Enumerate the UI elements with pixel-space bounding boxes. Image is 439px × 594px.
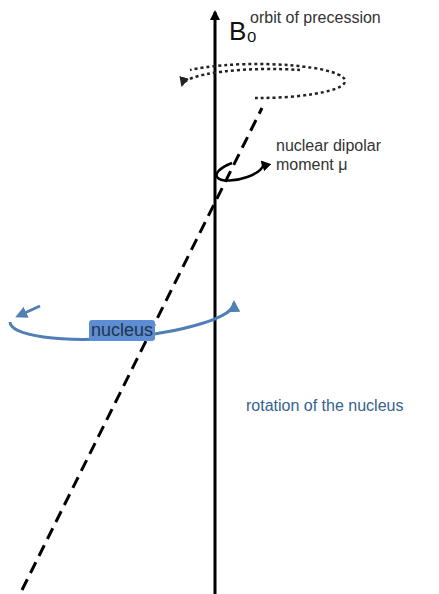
orbit-label: orbit of precession — [250, 8, 435, 27]
rotation-label: rotation of the nucleus — [246, 396, 436, 415]
nucleus-sphere: nucleus — [27, 235, 217, 425]
node-text: nucleus — [89, 320, 155, 341]
moment-label: nuclear dipolar moment μ — [276, 136, 426, 174]
